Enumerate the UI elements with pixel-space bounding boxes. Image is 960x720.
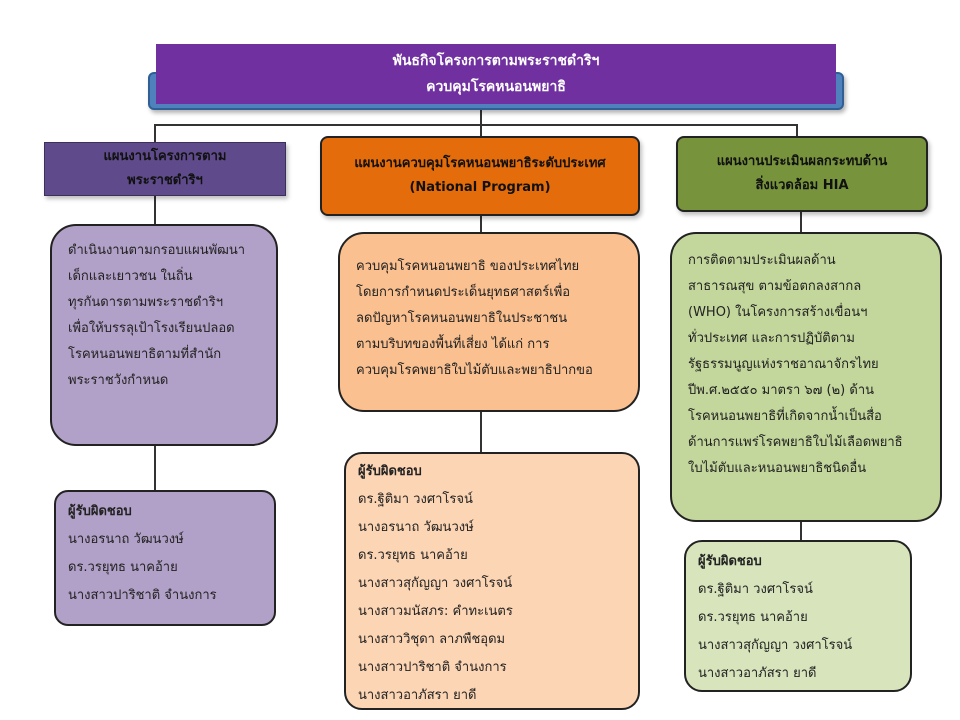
- connector-title-down: [480, 104, 482, 124]
- col2-desc-line: โดยการกำหนดประเด็นยุทธศาสตร์เพื่อ: [356, 285, 571, 300]
- col2-responsible-person: นางสาวสุกัญญา วงศาโรจน์: [358, 576, 513, 591]
- col3-description: การติดตามประเมินผลด้าน สาธารณสุข ตามข้อต…: [670, 232, 942, 522]
- col1-desc-line: พระราชวังกำหนด: [68, 373, 169, 388]
- col2-desc-line: ลดปัญหาโรคหนอนพยาธิในประชาชน: [356, 311, 568, 326]
- connector-col1-low: [154, 446, 156, 490]
- col3-responsible-person: นางสาวสุกัญญา วงศาโรจน์: [698, 638, 853, 653]
- col1-desc-line: ดำเนินงานตามกรอบแผนพัฒนา: [68, 243, 246, 258]
- col3-header-line: สิ่งแวดล้อม HIA: [755, 178, 849, 193]
- connector-col3-mid: [800, 212, 802, 232]
- col1-responsible-title: ผู้รับผิดชอบ: [68, 504, 132, 519]
- col2-responsible-person: ดร.วรยุทธ นาคอ้าย: [358, 548, 468, 563]
- col3-desc-line: ด้านการแพร่โรคพยาธิใบไม้เลือดพยาธิ: [688, 435, 903, 450]
- col1-desc-line: ทุรกันดารตามพระราชดำริฯ: [68, 295, 224, 310]
- connector-col1-mid: [154, 196, 156, 224]
- col1-desc-line: เด็กและเยาวชน ในถิ่น: [68, 269, 193, 284]
- col2-responsible-title: ผู้รับผิดชอบ: [358, 464, 422, 479]
- connector-col1-down: [154, 124, 156, 142]
- col3-header-line: แผนงานประเมินผลกระทบด้าน: [716, 154, 888, 169]
- col1-header-line: พระราชดำริฯ: [127, 173, 203, 188]
- col2-responsible-person: นางสาวอาภัสรา ยาดี: [358, 688, 477, 703]
- connector-horizontal: [154, 124, 798, 126]
- col2-responsible-person: นางสาวปาริชาติ จำนงการ: [358, 660, 507, 675]
- col3-header: แผนงานประเมินผลกระทบด้าน สิ่งแวดล้อม HIA: [676, 136, 928, 212]
- col2-header-line: แผนงานควบคุมโรคหนอนพยาธิระดับประเทศ: [354, 156, 606, 171]
- col2-responsible-person: นางสาววิชุดา ลาภพืชอุดม: [358, 632, 506, 647]
- connector-col3-low: [800, 522, 802, 540]
- col1-header: แผนงานโครงการตาม พระราชดำริฯ: [44, 142, 286, 196]
- col1-responsible-person: นางอรนาถ วัฒนวงษ์: [68, 532, 184, 547]
- col2-responsible-person: ดร.ฐิติมา วงศาโรจน์: [358, 492, 473, 507]
- col3-responsible-person: ดร.วรยุทธ นาคอ้าย: [698, 610, 808, 625]
- connector-col3-down: [796, 124, 798, 136]
- col1-responsible-person: ดร.วรยุทธ นาคอ้าย: [68, 560, 178, 575]
- col1-description: ดำเนินงานตามกรอบแผนพัฒนา เด็กและเยาวชน ใ…: [50, 224, 278, 446]
- col3-desc-line: สาธารณสุข ตามข้อตกลงสากล: [688, 279, 862, 294]
- col2-responsible-person: นางสาวมนัสภร: คำทะเนตร: [358, 604, 513, 619]
- col2-desc-line: ตามบริบทของพื้นที่เสี่ยง ได้แก่ การ: [356, 337, 550, 352]
- col1-desc-line: โรคหนอนพยาธิตามที่สำนัก: [68, 347, 222, 362]
- col2-desc-line: ควบคุมโรคหนอนพยาธิ ของประเทศไทย: [356, 259, 580, 274]
- col2-header-line: (National Program): [409, 180, 551, 195]
- col2-header: แผนงานควบคุมโรคหนอนพยาธิระดับประเทศ (Nat…: [320, 136, 640, 216]
- diagram-title: พันธกิจโครงการตามพระราชดำริฯ ควบคุมโรคหน…: [156, 44, 836, 104]
- col3-desc-line: การติดตามประเมินผลด้าน: [688, 253, 836, 268]
- col3-responsible: ผู้รับผิดชอบ ดร.ฐิติมา วงศาโรจน์ ดร.วรยุ…: [684, 540, 912, 692]
- col3-desc-line: ทั่วประเทศ และการปฏิบัติตาม: [688, 331, 855, 346]
- col3-desc-line: โรคหนอนพยาธิที่เกิดจากน้ำเป็นสื่อ: [688, 409, 882, 424]
- connector-col2-down: [480, 124, 482, 136]
- col2-responsible-person: นางอรนาถ วัฒนวงษ์: [358, 520, 474, 535]
- col2-responsible: ผู้รับผิดชอบ ดร.ฐิติมา วงศาโรจน์ นางอรนา…: [344, 452, 640, 710]
- col3-responsible-title: ผู้รับผิดชอบ: [698, 554, 762, 569]
- col3-desc-line: ใบไม้ตับและหนอนพยาธิชนิดอื่น: [688, 461, 867, 476]
- col3-responsible-person: นางสาวอาภัสรา ยาดี: [698, 666, 817, 681]
- col2-desc-line: ควบคุมโรคพยาธิใบไม้ตับและพยาธิปากขอ: [356, 363, 593, 378]
- col3-responsible-person: ดร.ฐิติมา วงศาโรจน์: [698, 582, 813, 597]
- col1-desc-line: เพื่อให้บรรลุเป้าโรงเรียนปลอด: [68, 321, 235, 336]
- col3-desc-line: ปีพ.ศ.๒๕๕๐ มาตรา ๖๗ (๒) ด้าน: [688, 383, 875, 398]
- col2-description: ควบคุมโรคหนอนพยาธิ ของประเทศไทย โดยการกำ…: [338, 232, 640, 412]
- col1-responsible: ผู้รับผิดชอบ นางอรนาถ วัฒนวงษ์ ดร.วรยุทธ…: [54, 490, 276, 626]
- col1-responsible-person: นางสาวปาริชาติ จำนงการ: [68, 588, 217, 603]
- title-line-1: พันธกิจโครงการตามพระราชดำริฯ: [392, 53, 600, 69]
- col3-desc-line: รัฐธรรมนูญแห่งราชอาณาจักรไทย: [688, 357, 879, 372]
- col1-header-line: แผนงานโครงการตาม: [103, 149, 227, 164]
- connector-col2-low: [480, 412, 482, 452]
- connector-col2-mid: [480, 216, 482, 232]
- col3-desc-line: (WHO) ในโครงการสร้างเขื่อนฯ: [688, 305, 868, 320]
- title-line-2: ควบคุมโรคหนอนพยาธิ: [426, 79, 566, 95]
